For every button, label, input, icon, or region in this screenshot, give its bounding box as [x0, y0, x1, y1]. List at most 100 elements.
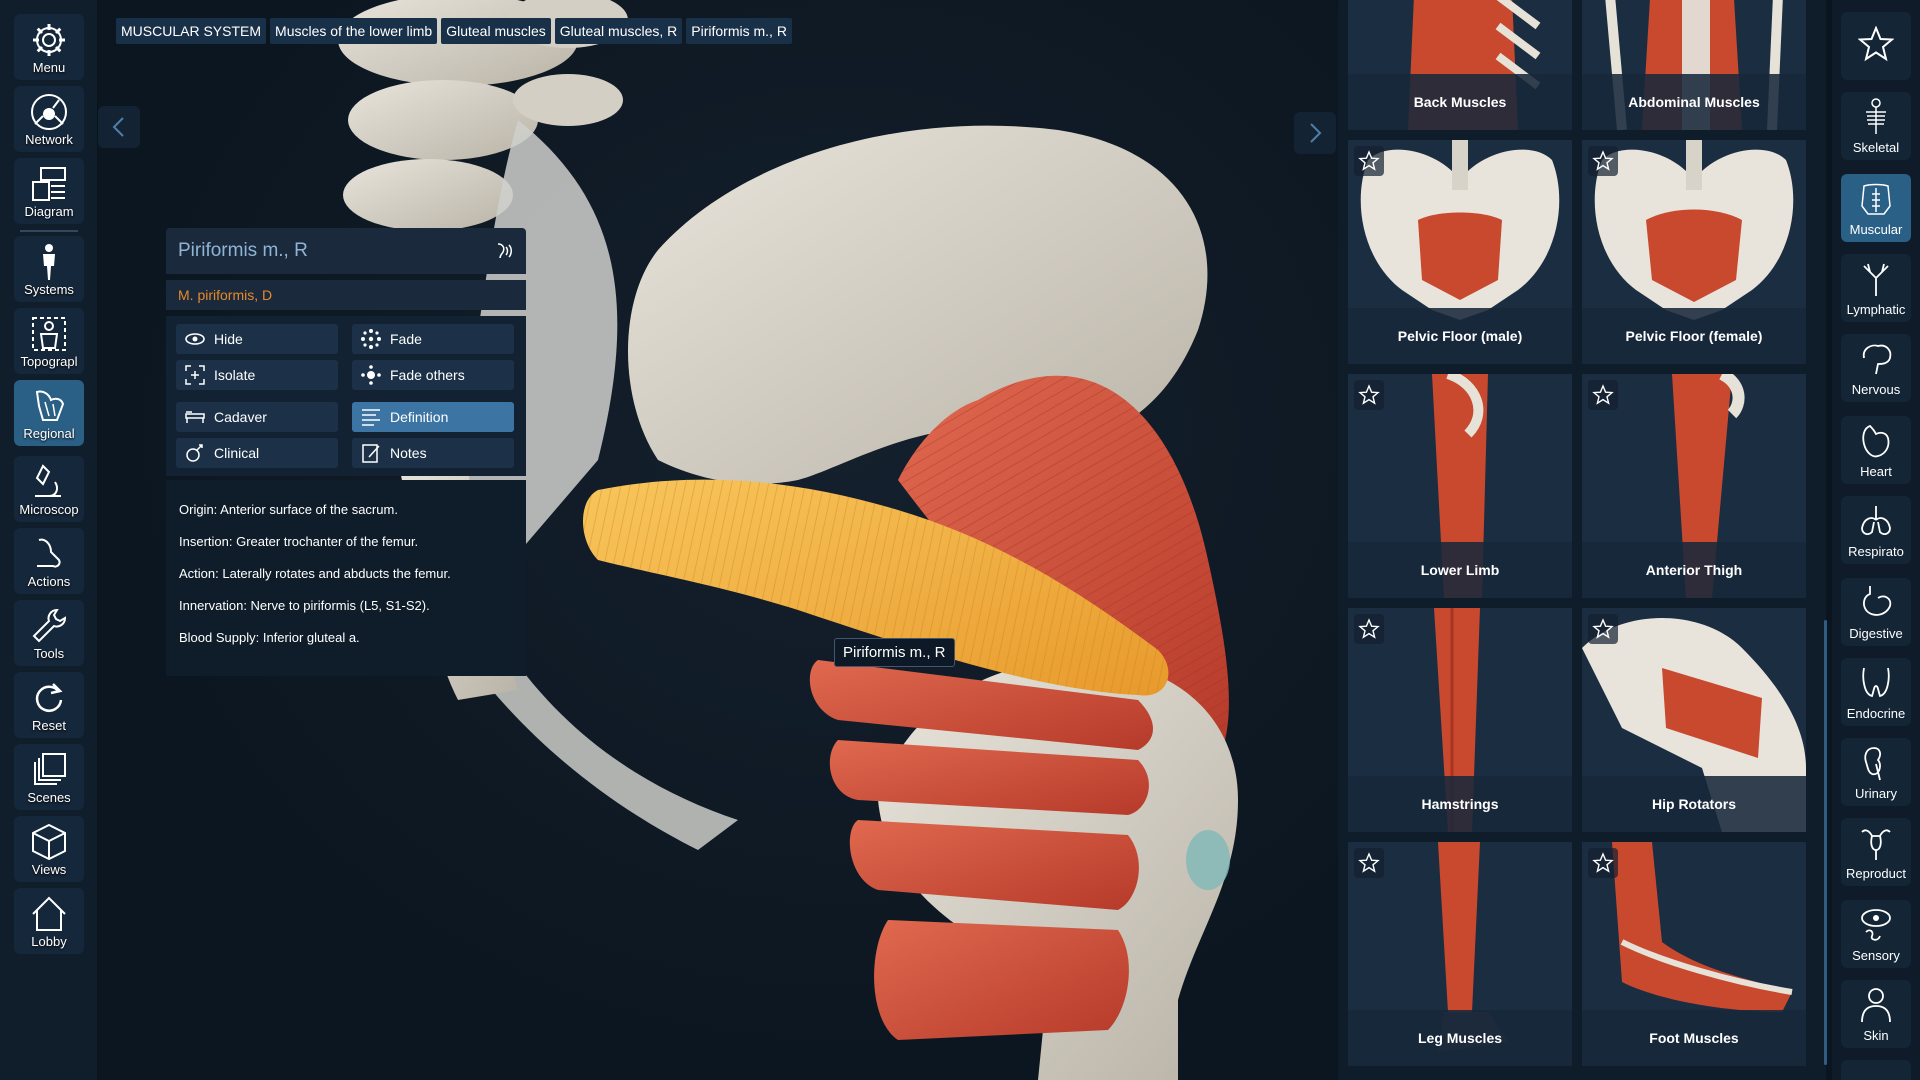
clinical-button[interactable]: Clinical — [176, 438, 338, 468]
favorites-button[interactable] — [1841, 12, 1911, 80]
topography-button[interactable]: Topograpl — [14, 308, 84, 374]
favorite-star-button[interactable] — [1588, 380, 1618, 410]
urinary-button[interactable]: Urinary — [1841, 738, 1911, 806]
microscopic-button[interactable]: Microscop — [14, 456, 84, 522]
sensory-button[interactable]: Sensory — [1841, 900, 1911, 968]
network-button[interactable]: Network — [14, 86, 84, 152]
gallery-card-pelvic-floor-male[interactable]: Pelvic Floor (male) — [1348, 140, 1572, 364]
star-icon — [1358, 384, 1380, 405]
notes-label: Notes — [390, 445, 427, 461]
gallery-card-lower-limb[interactable]: Lower Limb — [1348, 374, 1572, 598]
menu-button[interactable]: Menu — [14, 14, 84, 80]
fade-others-icon — [361, 365, 381, 385]
favorite-star-button[interactable] — [1354, 848, 1384, 878]
heart-label: Heart — [1860, 464, 1892, 479]
clinical-label: Clinical — [214, 445, 260, 461]
definition-action: Action: Laterally rotates and abducts th… — [179, 566, 451, 581]
views-button[interactable]: Views — [14, 816, 84, 882]
muscular-button[interactable]: Muscular — [1841, 174, 1911, 242]
favorite-star-button[interactable] — [1354, 614, 1384, 644]
breadcrumb-item[interactable]: Muscles of the lower limb — [270, 18, 438, 44]
favorite-star-button[interactable] — [1588, 146, 1618, 176]
star-icon — [1358, 150, 1380, 171]
breadcrumb-item[interactable]: Piriformis m., R — [686, 18, 792, 44]
heart-icon — [1862, 424, 1890, 458]
favorite-star-button[interactable] — [1354, 146, 1384, 176]
fade-others-button[interactable]: Fade others — [352, 360, 514, 390]
scenes-button[interactable]: Scenes — [14, 744, 84, 810]
endocrine-button[interactable]: Endocrine — [1841, 658, 1911, 726]
card-label: Pelvic Floor (male) — [1348, 308, 1572, 364]
cadaver-icon — [185, 411, 205, 423]
lateral-rotator-muscles[interactable] — [809, 660, 1153, 1040]
gallery-card-leg-muscles[interactable]: Leg Muscles — [1348, 842, 1572, 1066]
respiratory-button[interactable]: Respirato — [1841, 496, 1911, 564]
breadcrumb-item[interactable]: MUSCULAR SYSTEM — [116, 18, 267, 44]
cadaver-button[interactable]: Cadaver — [176, 402, 338, 432]
breadcrumb: MUSCULAR SYSTEM Muscles of the lower lim… — [116, 18, 792, 44]
lymphatic-button[interactable]: Lymphatic — [1841, 254, 1911, 322]
structure-info-panel: Piriformis m., R M. piriformis, D Hide F… — [166, 228, 526, 676]
breadcrumb-item[interactable]: Gluteal muscles, R — [554, 18, 683, 44]
cube-icon — [32, 823, 66, 861]
card-label: Pelvic Floor (female) — [1582, 308, 1806, 364]
endocrine-label: Endocrine — [1846, 706, 1906, 721]
card-label: Leg Muscles — [1348, 1010, 1572, 1066]
cartilage — [1186, 830, 1230, 890]
isolate-button[interactable]: Isolate — [176, 360, 338, 390]
more-systems-button[interactable] — [1841, 1060, 1911, 1080]
favorite-star-button[interactable] — [1354, 380, 1384, 410]
structure-title: Piriformis m., R — [178, 240, 308, 261]
star-icon — [1858, 26, 1894, 62]
definition-button[interactable]: Definition — [352, 402, 514, 432]
topography-label: Topograpl — [20, 354, 78, 369]
notes-button[interactable]: Notes — [352, 438, 514, 468]
notes-icon — [362, 444, 380, 463]
gallery-card-anterior-thigh[interactable]: Anterior Thigh — [1582, 374, 1806, 598]
cadaver-label: Cadaver — [214, 409, 267, 425]
actions-button[interactable]: Actions — [14, 528, 84, 594]
gallery-card-foot-muscles[interactable]: Foot Muscles — [1582, 842, 1806, 1066]
skin-button[interactable]: Skin — [1841, 980, 1911, 1048]
lobby-label: Lobby — [31, 934, 67, 949]
reset-button[interactable]: Reset — [14, 672, 84, 738]
card-label: Hip Rotators — [1582, 776, 1806, 832]
info-panel-header: Piriformis m., R — [166, 228, 526, 274]
favorite-star-button[interactable] — [1588, 848, 1618, 878]
reset-icon — [35, 683, 63, 712]
tools-button[interactable]: Tools — [14, 600, 84, 666]
next-arrow-button[interactable] — [1294, 112, 1336, 154]
fade-button[interactable]: Fade — [352, 324, 514, 354]
structure-tooltip: Piriformis m., R — [834, 638, 955, 667]
gallery-card-hip-rotators[interactable]: Hip Rotators — [1582, 608, 1806, 832]
nervous-button[interactable]: Nervous — [1841, 334, 1911, 402]
definition-blood-supply: Blood Supply: Inferior gluteal a. — [179, 630, 360, 645]
skin-icon — [1861, 988, 1891, 1023]
kidney-icon — [1864, 747, 1881, 781]
gallery-card-hamstrings[interactable]: Hamstrings — [1348, 608, 1572, 832]
reset-label: Reset — [32, 718, 66, 733]
favorite-star-button[interactable] — [1588, 614, 1618, 644]
reproductive-button[interactable]: Reproduct — [1841, 818, 1911, 886]
hide-button[interactable]: Hide — [176, 324, 338, 354]
gallery-card-back-muscles[interactable]: Back Muscles — [1348, 0, 1572, 130]
scene-gallery[interactable]: Back Muscles Abdominal Muscles Pelvic Fl… — [1338, 0, 1826, 1080]
lobby-button[interactable]: Lobby — [14, 888, 84, 954]
audio-pronounce-icon[interactable] — [492, 240, 514, 262]
heart-button[interactable]: Heart — [1841, 416, 1911, 484]
systems-button[interactable]: Systems — [14, 236, 84, 302]
skin-label: Skin — [1863, 1028, 1889, 1043]
previous-arrow-button[interactable] — [98, 106, 140, 148]
gallery-card-abdominal-muscles[interactable]: Abdominal Muscles — [1582, 0, 1806, 130]
gallery-card-pelvic-floor-female[interactable]: Pelvic Floor (female) — [1582, 140, 1806, 364]
diagram-button[interactable]: Diagram — [14, 158, 84, 224]
gallery-scrollbar[interactable] — [1824, 620, 1827, 1065]
regional-icon — [35, 390, 65, 421]
microscope-icon — [35, 464, 61, 497]
breadcrumb-item[interactable]: Gluteal muscles — [441, 18, 551, 44]
chevron-left-icon — [112, 117, 124, 137]
skeletal-button[interactable]: Skeletal — [1841, 92, 1911, 160]
actions-icon — [37, 538, 61, 568]
regional-button[interactable]: Regional — [14, 380, 84, 446]
digestive-button[interactable]: Digestive — [1841, 578, 1911, 646]
